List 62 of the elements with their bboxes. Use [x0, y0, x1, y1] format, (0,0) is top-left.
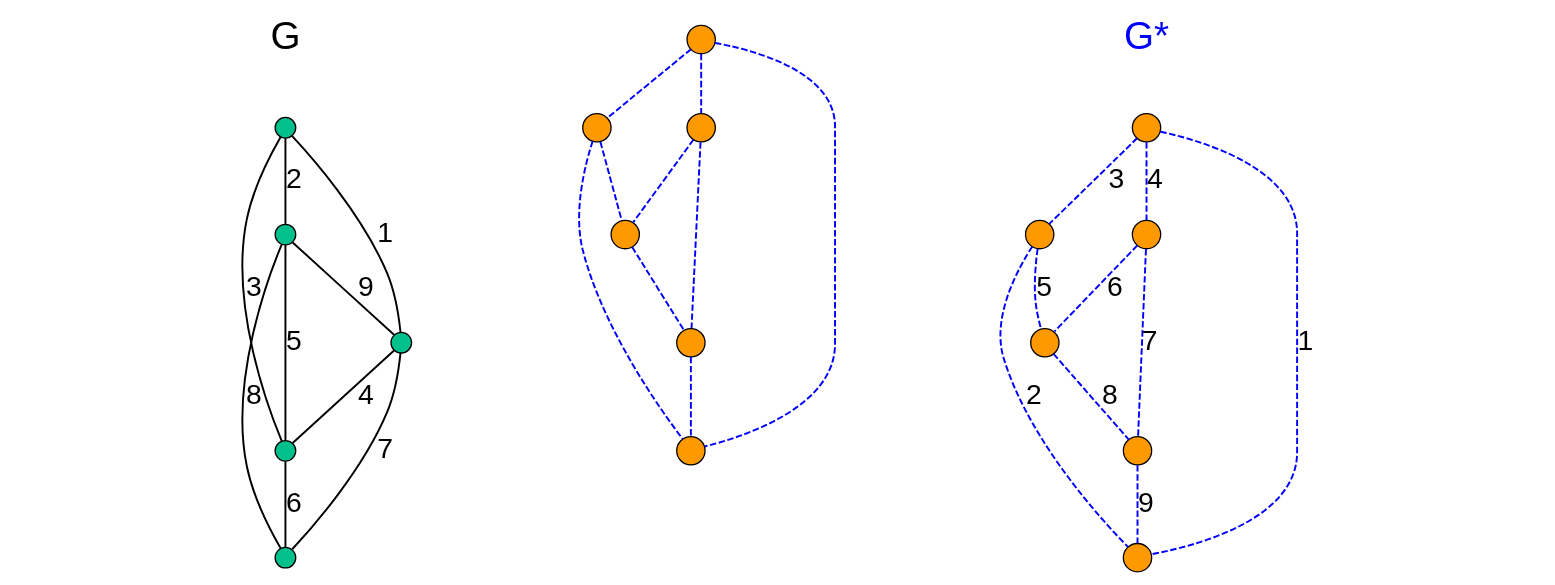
edge-label: 8	[1101, 377, 1118, 410]
edge-label: 5	[285, 323, 302, 356]
node-circle	[1024, 219, 1054, 250]
edge-label: 7	[376, 432, 393, 465]
node-circle	[685, 112, 716, 143]
edge-label: 1	[1297, 323, 1313, 356]
node-circle	[609, 219, 640, 250]
connector	[1145, 141, 1147, 222]
node-circle	[274, 223, 296, 246]
node-circle	[1122, 542, 1152, 573]
connector	[290, 135, 401, 334]
edge-label: 2	[1025, 377, 1042, 410]
node-circle	[675, 436, 706, 466]
connector	[689, 355, 692, 438]
connector	[1033, 248, 1042, 330]
node-circle	[1131, 219, 1161, 250]
node-circle	[1131, 112, 1161, 143]
node-circle	[685, 24, 716, 55]
edge-label: 8	[245, 377, 262, 410]
connector	[577, 140, 684, 441]
node-circle	[1122, 436, 1152, 466]
connector	[1150, 130, 1298, 556]
connector	[699, 52, 702, 115]
edge-label: 3	[245, 269, 262, 302]
connector	[240, 136, 283, 443]
node-circle	[274, 116, 296, 139]
edge-label: 6	[1106, 269, 1123, 302]
connector	[631, 138, 694, 224]
connector	[1047, 137, 1138, 225]
connector	[240, 243, 283, 550]
connector	[291, 241, 395, 336]
connector	[1136, 248, 1147, 438]
connector	[1136, 464, 1138, 545]
node-circle	[675, 327, 706, 358]
connector	[283, 244, 286, 442]
edge-label: 9	[1137, 486, 1154, 519]
connector	[630, 246, 685, 332]
node-circle	[1029, 327, 1060, 358]
connector	[283, 460, 286, 548]
connector	[690, 141, 701, 330]
node-circle	[581, 112, 612, 143]
connector	[703, 42, 836, 448]
edge-label: 1	[376, 215, 393, 248]
node-circle	[389, 331, 412, 354]
edge-label: 5	[1035, 269, 1052, 302]
connector	[998, 245, 1129, 548]
connector	[1052, 353, 1130, 441]
edge-label: 2	[285, 161, 302, 194]
edge-label: 3	[1107, 161, 1124, 194]
connector	[291, 349, 395, 444]
edge-label: 9	[357, 269, 374, 302]
edge-label: 4	[357, 377, 374, 410]
edge-label: 6	[285, 486, 302, 519]
edge-label: 7	[1141, 323, 1158, 356]
label: G*	[1123, 14, 1169, 58]
node-circle	[274, 546, 296, 569]
connector	[1053, 244, 1138, 333]
edge-label: 4	[1146, 161, 1163, 194]
connector	[290, 352, 401, 551]
node-circle	[274, 439, 296, 462]
label: G	[269, 14, 300, 58]
connector	[283, 137, 286, 225]
